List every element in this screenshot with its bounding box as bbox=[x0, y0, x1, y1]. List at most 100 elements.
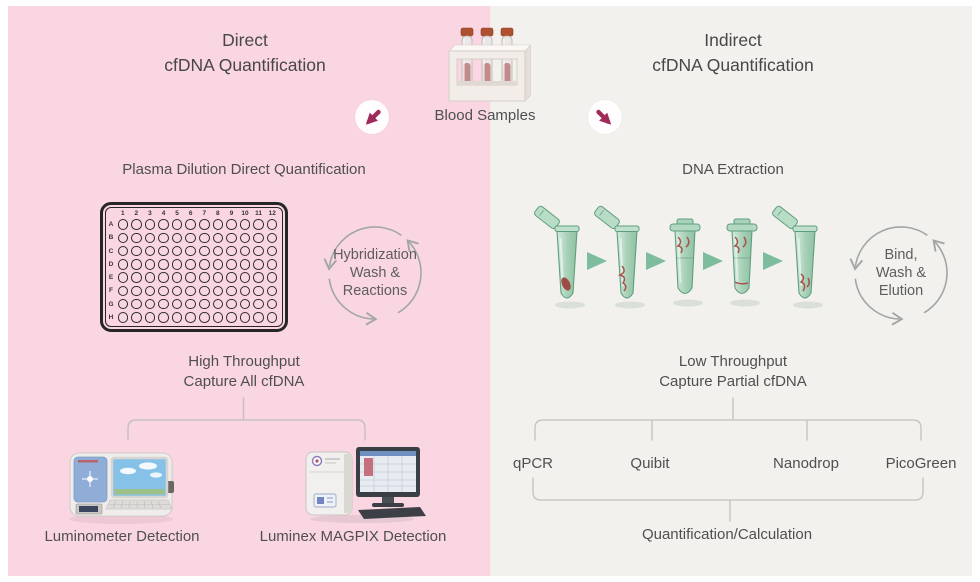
well bbox=[226, 245, 237, 257]
well bbox=[158, 272, 169, 283]
well bbox=[199, 219, 210, 230]
well bbox=[199, 312, 210, 323]
well bbox=[185, 298, 196, 310]
well bbox=[266, 272, 278, 283]
well bbox=[131, 245, 142, 257]
plate-col-label: 3 bbox=[148, 210, 152, 217]
plate-col-label: 5 bbox=[175, 210, 179, 217]
luminex-magpix-icon bbox=[305, 447, 426, 523]
well bbox=[131, 285, 142, 297]
plate-row-label: D bbox=[108, 260, 114, 268]
plate-col-label: 7 bbox=[202, 210, 207, 217]
well bbox=[226, 272, 237, 283]
plate-row-label: F bbox=[109, 287, 113, 295]
blood-samples-label: Blood Samples bbox=[434, 107, 536, 124]
method-label-quibit: Quibit bbox=[630, 455, 670, 472]
well bbox=[239, 219, 251, 230]
high-throughput-label: High Throughput Capture All cfDNA bbox=[183, 353, 305, 390]
well bbox=[131, 312, 142, 323]
well bbox=[226, 298, 237, 310]
southwest-arrow-icon bbox=[365, 109, 381, 125]
circular-arrows-icon bbox=[323, 226, 422, 326]
well bbox=[266, 245, 278, 257]
direct-branch-badge bbox=[355, 100, 389, 134]
well bbox=[199, 259, 210, 270]
well bbox=[239, 285, 251, 297]
well bbox=[212, 285, 224, 297]
plate-col-label: 6 bbox=[188, 210, 193, 217]
well bbox=[266, 312, 278, 323]
well bbox=[212, 298, 224, 310]
extraction-tubes-icon bbox=[532, 204, 824, 310]
well bbox=[131, 298, 142, 310]
plate-row-label: C bbox=[108, 247, 114, 255]
well bbox=[117, 285, 129, 297]
well bbox=[144, 285, 156, 297]
well bbox=[171, 272, 183, 283]
well bbox=[253, 285, 264, 297]
merge-connector bbox=[532, 477, 924, 522]
plate-row-label: A bbox=[108, 221, 114, 229]
well bbox=[212, 245, 224, 257]
well bbox=[131, 259, 142, 270]
well bbox=[212, 259, 224, 270]
well bbox=[199, 245, 210, 257]
well bbox=[185, 232, 196, 244]
well bbox=[185, 245, 196, 257]
well bbox=[253, 219, 264, 230]
method-label-nanodrop: Nanodrop bbox=[773, 455, 839, 472]
plate-col-label: 12 bbox=[268, 210, 276, 217]
well bbox=[117, 245, 129, 257]
well bbox=[239, 312, 251, 323]
well bbox=[158, 232, 169, 244]
well bbox=[158, 298, 169, 310]
blood-samples-icon bbox=[448, 27, 531, 102]
well bbox=[199, 232, 210, 244]
well bbox=[266, 232, 278, 244]
well bbox=[226, 219, 237, 230]
well bbox=[117, 312, 129, 323]
hybridization-cycle-label: Hybridization Wash & Reactions bbox=[333, 247, 417, 299]
plate-col-label: 10 bbox=[241, 210, 249, 217]
well bbox=[131, 219, 142, 230]
dna-extraction-label: DNA Extraction bbox=[682, 161, 784, 178]
well bbox=[185, 219, 196, 230]
method-label-picogreen: PicoGreen bbox=[885, 455, 957, 472]
well bbox=[158, 219, 169, 230]
luminex-label: Luminex MAGPIX Detection bbox=[259, 528, 447, 545]
well bbox=[185, 312, 196, 323]
well bbox=[117, 259, 129, 270]
well bbox=[185, 259, 196, 270]
well bbox=[253, 298, 264, 310]
left-branch-connector bbox=[127, 397, 366, 441]
well bbox=[158, 245, 169, 257]
indirect-title: Indirect cfDNA Quantification bbox=[652, 30, 814, 75]
well bbox=[226, 232, 237, 244]
well bbox=[239, 259, 251, 270]
plate-row-label: E bbox=[108, 274, 114, 282]
well bbox=[239, 298, 251, 310]
well bbox=[266, 219, 278, 230]
well bbox=[239, 232, 251, 244]
well bbox=[117, 232, 129, 244]
well bbox=[266, 259, 278, 270]
well bbox=[158, 285, 169, 297]
well bbox=[144, 232, 156, 244]
well bbox=[171, 298, 183, 310]
southeast-arrow-icon bbox=[596, 109, 612, 125]
well bbox=[253, 232, 264, 244]
well bbox=[253, 259, 264, 270]
well bbox=[253, 312, 264, 323]
well bbox=[131, 232, 142, 244]
well bbox=[144, 259, 156, 270]
plate-col-label: 11 bbox=[255, 210, 263, 217]
well bbox=[212, 232, 224, 244]
well bbox=[131, 272, 142, 283]
well bbox=[144, 219, 156, 230]
plate-col-label: 9 bbox=[229, 210, 234, 217]
plate-row-label: G bbox=[108, 300, 114, 308]
plate-col-label: 1 bbox=[120, 210, 125, 217]
